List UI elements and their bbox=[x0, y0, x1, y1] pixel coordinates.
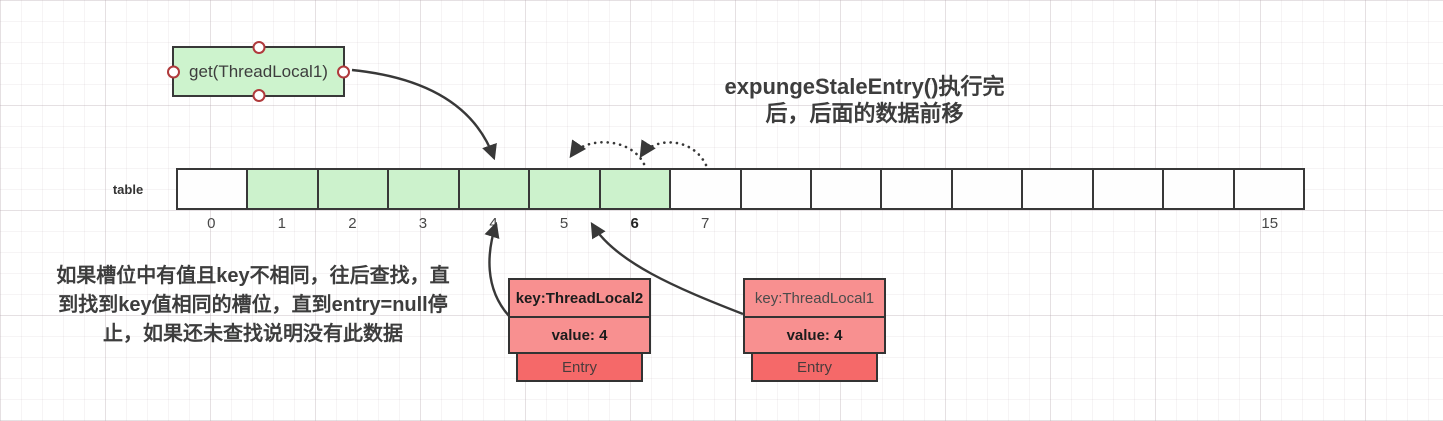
title-line-2: 后，后面的数据前移 bbox=[765, 101, 964, 126]
table-cell-2[interactable] bbox=[316, 170, 388, 208]
arrow-entry-threadlocal2-to-slot4[interactable] bbox=[484, 221, 510, 317]
dotted-arc-slot6-to-slot5[interactable] bbox=[569, 139, 646, 166]
cell-index-label-2: 2 bbox=[348, 215, 357, 232]
table-cell-11[interactable] bbox=[950, 170, 1022, 208]
table-cell-13[interactable] bbox=[1091, 170, 1163, 208]
entry-key: key:ThreadLocal2 bbox=[508, 278, 651, 318]
table-cell-8[interactable] bbox=[739, 170, 810, 208]
entry-footer: Entry bbox=[751, 352, 878, 382]
get-threadlocal1-shape[interactable]: get(ThreadLocal1) bbox=[167, 41, 350, 102]
table-cell-7[interactable] bbox=[669, 170, 740, 208]
table-cell-12[interactable] bbox=[1021, 170, 1092, 208]
table-label: table bbox=[112, 182, 144, 197]
entry-footer: Entry bbox=[516, 352, 643, 382]
cell-index-label-6: 6 bbox=[630, 215, 639, 232]
selection-handle-right[interactable] bbox=[337, 65, 350, 78]
cell-index-label-3: 3 bbox=[418, 215, 428, 232]
arrow-get-to-slot4[interactable] bbox=[351, 68, 497, 161]
table-cell-0[interactable] bbox=[178, 170, 247, 208]
cell-index-label-12 bbox=[1023, 215, 1094, 232]
cell-index-label-13 bbox=[1093, 215, 1164, 232]
cell-index-label-5: 5 bbox=[559, 215, 569, 232]
title-line-1: expungeStaleEntry()执行完 bbox=[724, 74, 1005, 99]
entry-value: value: 4 bbox=[743, 316, 886, 354]
table-cell-14[interactable] bbox=[1162, 170, 1233, 208]
table-cell-6[interactable] bbox=[598, 170, 670, 208]
cell-index-label-10 bbox=[882, 215, 953, 232]
cell-index-label-1: 1 bbox=[277, 215, 287, 232]
cell-index-label-8 bbox=[741, 215, 812, 232]
annotation-line-1: 如果槽位中有值且key不相同，往后查找，直 bbox=[56, 265, 450, 287]
cell-index-label-0: 0 bbox=[207, 215, 216, 232]
table-cell-15[interactable] bbox=[1232, 170, 1303, 208]
annotation-line-3: 止，如果还未查找说明没有此数据 bbox=[103, 323, 403, 345]
selection-handle-top[interactable] bbox=[252, 41, 265, 54]
get-threadlocal1-label: get(ThreadLocal1) bbox=[189, 61, 328, 81]
cell-index-label-7: 7 bbox=[701, 215, 710, 232]
cell-index-label-9 bbox=[811, 215, 882, 232]
annotation-text[interactable]: 如果槽位中有值且key不相同，往后查找，直 到找到key值相同的槽位，直到ent… bbox=[28, 262, 478, 349]
table-indices: 0 1 2 3 4 5 6 7 15 bbox=[176, 215, 1305, 232]
selection-handle-bottom[interactable] bbox=[252, 89, 265, 102]
dotted-arc-slot7-to-slot6[interactable] bbox=[639, 139, 708, 167]
cell-index-label-4: 4 bbox=[489, 215, 498, 232]
table-cell-5[interactable] bbox=[528, 170, 599, 208]
table-cell-4[interactable] bbox=[457, 170, 529, 208]
table-cells[interactable] bbox=[176, 168, 1305, 210]
cell-index-label-14 bbox=[1164, 215, 1235, 232]
entry-card[interactable]: key:ThreadLocal2 value: 4 Entry bbox=[508, 278, 651, 382]
annotation-line-2: 到找到key值相同的槽位，直到entry=null停 bbox=[58, 294, 448, 316]
cell-index-label-11 bbox=[952, 215, 1023, 232]
table-cell-1[interactable] bbox=[246, 170, 317, 208]
table-cell-3[interactable] bbox=[387, 170, 458, 208]
entry-value: value: 4 bbox=[508, 316, 651, 354]
entry-key: key:ThreadLocal1 bbox=[743, 278, 886, 318]
table-cell-10[interactable] bbox=[880, 170, 951, 208]
cell-index-label-15: 15 bbox=[1261, 215, 1279, 232]
selection-handle-left[interactable] bbox=[167, 65, 180, 78]
table-cell-9[interactable] bbox=[809, 170, 881, 208]
title-text[interactable]: expungeStaleEntry()执行完 后，后面的数据前移 bbox=[692, 73, 1037, 127]
entry-card[interactable]: key:ThreadLocal1 value: 4 Entry bbox=[743, 278, 886, 382]
